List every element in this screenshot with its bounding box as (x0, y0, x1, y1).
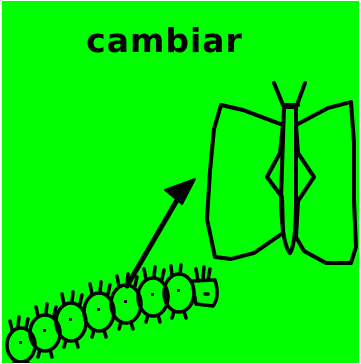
card-word: cambiar (2, 21, 327, 61)
